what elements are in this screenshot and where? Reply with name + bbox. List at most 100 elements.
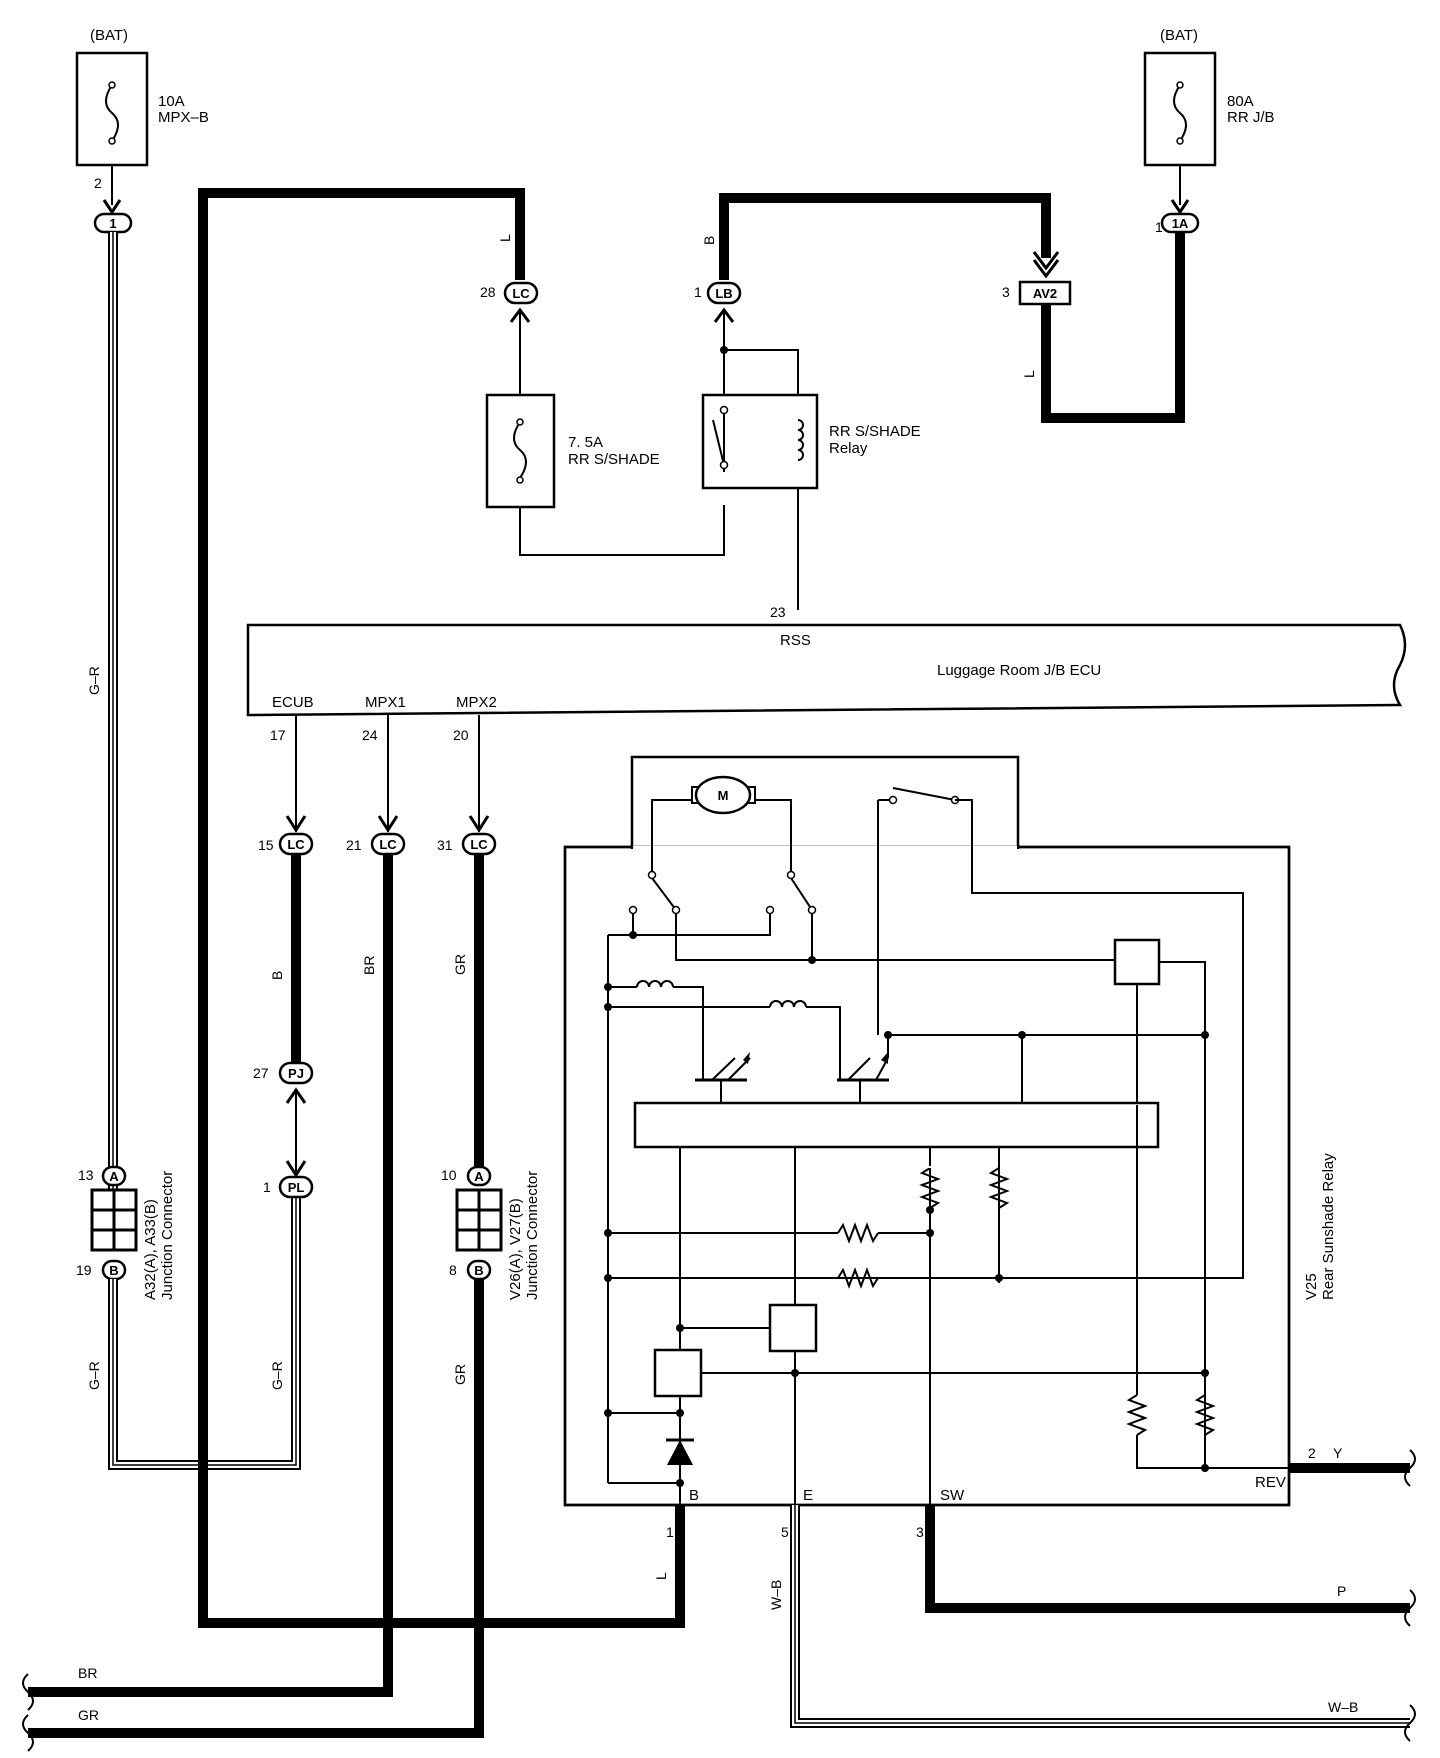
wire-label-l-top: L (497, 234, 513, 242)
wire-label-gr-mid-low: G–R (269, 1361, 285, 1390)
ecu-ecub: ECUB (272, 694, 314, 711)
wire-label-br-mid: BR (361, 956, 377, 975)
jc2-b-pin: 8 (449, 1262, 457, 1278)
connector-pl-1: PL (278, 1175, 314, 1199)
ecu-mpx1-pin: 24 (362, 727, 378, 743)
ecu-luggage-room-jb: 23 RSS Luggage Room J/B ECU ECUB MPX1 MP… (246, 604, 1407, 717)
wire-label-p: P (1337, 1583, 1346, 1599)
pj27-label: PJ (288, 1066, 304, 1081)
relay-code: V25 (1303, 1273, 1320, 1300)
lc31-pin: 31 (437, 837, 453, 853)
wire-l-main (198, 188, 685, 1628)
fuse-mpx-b-source: (BAT) (90, 27, 128, 44)
lc31-label: LC (470, 837, 488, 852)
connector-1: 1 (93, 212, 133, 234)
wire-label-gr-mid2: GR (452, 1364, 468, 1385)
jc1-a-pin: 13 (78, 1167, 94, 1183)
lc21-pin: 21 (346, 837, 362, 853)
jc2-a-pin: 10 (441, 1167, 457, 1183)
lc28-label: LC (512, 286, 530, 301)
jc1-a-label: A (109, 1169, 119, 1184)
ecu-name: Luggage Room J/B ECU (937, 662, 1101, 679)
av2-pin: 3 (1002, 284, 1010, 300)
connector-1a-label: 1A (1172, 216, 1189, 231)
lb1-pin: 1 (694, 284, 702, 300)
wire-label-gr-mid: GR (452, 954, 468, 975)
pin-sw: SW (940, 1487, 965, 1504)
fuse-rr-jb-name: RR J/B (1227, 109, 1275, 126)
wire-label-gr-left-low: G–R (86, 1361, 102, 1390)
ecu-mpx2: MPX2 (456, 694, 497, 711)
lc21-label: LC (379, 837, 397, 852)
pin-b: B (689, 1487, 699, 1504)
pin-rev: REV (1255, 1474, 1286, 1491)
connector-lc-28: LC (503, 281, 539, 305)
connector-av2: AV2 (1018, 280, 1072, 306)
connector-pj-27: PJ (278, 1061, 314, 1085)
fuse-rr-jb-source: (BAT) (1160, 27, 1198, 44)
ecu-ecub-pin: 17 (270, 727, 286, 743)
conn-1a-pin: 1 (1155, 219, 1163, 235)
fuse-rr-jb: (BAT) 80A RR J/B (1143, 27, 1275, 167)
jc1-b-pin: 19 (76, 1262, 92, 1278)
connector-lb-1: LB (706, 281, 742, 305)
conn-1-pin: 2 (94, 175, 102, 191)
pin-e: E (803, 1487, 813, 1504)
jc2-a-label: A (474, 1169, 484, 1184)
jc2-b-label: B (474, 1263, 483, 1278)
wire-label-b-top: B (701, 236, 717, 245)
pl1-pin: 1 (263, 1179, 271, 1195)
fuse-rr-sshade-rating: 7. 5A (568, 434, 603, 451)
rear-sunshade-relay: M (563, 755, 1337, 1507)
connector-lc-21: LC (370, 832, 406, 856)
wire-br (28, 854, 393, 1697)
relay-full-name: Rear Sunshade Relay (1320, 1153, 1337, 1300)
wire-label-y: Y (1333, 1445, 1343, 1461)
junction-connector-v26: 10 A 8 B V26(A), V27(B) Junction Connect… (441, 1165, 541, 1300)
jc1-desc: Junction Connector (159, 1171, 176, 1300)
pin-e-num: 5 (781, 1524, 789, 1540)
wire-b-top (719, 193, 1051, 280)
wire-label-b-mid: B (269, 971, 285, 980)
fuse-mpx-b-name: MPX–B (158, 109, 209, 126)
connector-1-label: 1 (109, 216, 116, 231)
relay-name: RR S/SHADE (829, 423, 921, 440)
fuse-rr-sshade: 7. 5A RR S/SHADE (485, 393, 660, 509)
fuse-mpx-b-rating: 10A (158, 93, 185, 110)
jc2-name: V26(A), V27(B) (507, 1198, 524, 1300)
lc15-label: LC (287, 837, 305, 852)
wire-label-wb-vert: W–B (768, 1580, 784, 1610)
fuse-rr-jb-rating: 80A (1227, 93, 1254, 110)
fuse-rr-sshade-name: RR S/SHADE (568, 451, 660, 468)
ecu-mpx1: MPX1 (365, 694, 406, 711)
pj27-pin: 27 (253, 1065, 269, 1081)
ecu-rss-pin: 23 (770, 604, 786, 620)
fuse-mpx-b: (BAT) 10A MPX–B (75, 27, 209, 167)
wire-label-br-out: BR (78, 1665, 97, 1681)
jc2-desc: Junction Connector (524, 1171, 541, 1300)
connector-lc-31: LC (461, 832, 497, 856)
wire-gr-lower (28, 1279, 484, 1738)
relay-sub: Relay (829, 440, 868, 457)
wire-label-l-av2: L (1021, 370, 1037, 378)
junction-connector-a32: 13 A 19 B A32(A), A33(B) Junction Connec… (76, 1165, 176, 1300)
wire-end-marks-left (22, 1673, 34, 1752)
ecu-rss: RSS (780, 632, 811, 649)
wire-p (925, 1505, 1410, 1613)
pin-rev-num: 2 (1308, 1445, 1316, 1461)
lb1-label: LB (715, 286, 732, 301)
pl1-label: PL (288, 1180, 305, 1195)
relay-rr-sshade: RR S/SHADE Relay (701, 393, 921, 490)
jc1-name: A32(A), A33(B) (142, 1199, 159, 1300)
wire-wb (790, 1505, 1410, 1728)
wire-label-l-bottom: L (653, 1572, 669, 1580)
wire-label-gr-out: GR (78, 1707, 99, 1723)
lc28-pin: 28 (480, 284, 496, 300)
pin-sw-num: 3 (916, 1524, 924, 1540)
wire-label-gr-left: G–R (86, 666, 102, 695)
wire-end-marks-right (1404, 1449, 1416, 1742)
wire-l-av2 (1041, 232, 1185, 423)
av2-label: AV2 (1033, 286, 1057, 301)
ecu-mpx2-pin: 20 (453, 727, 469, 743)
